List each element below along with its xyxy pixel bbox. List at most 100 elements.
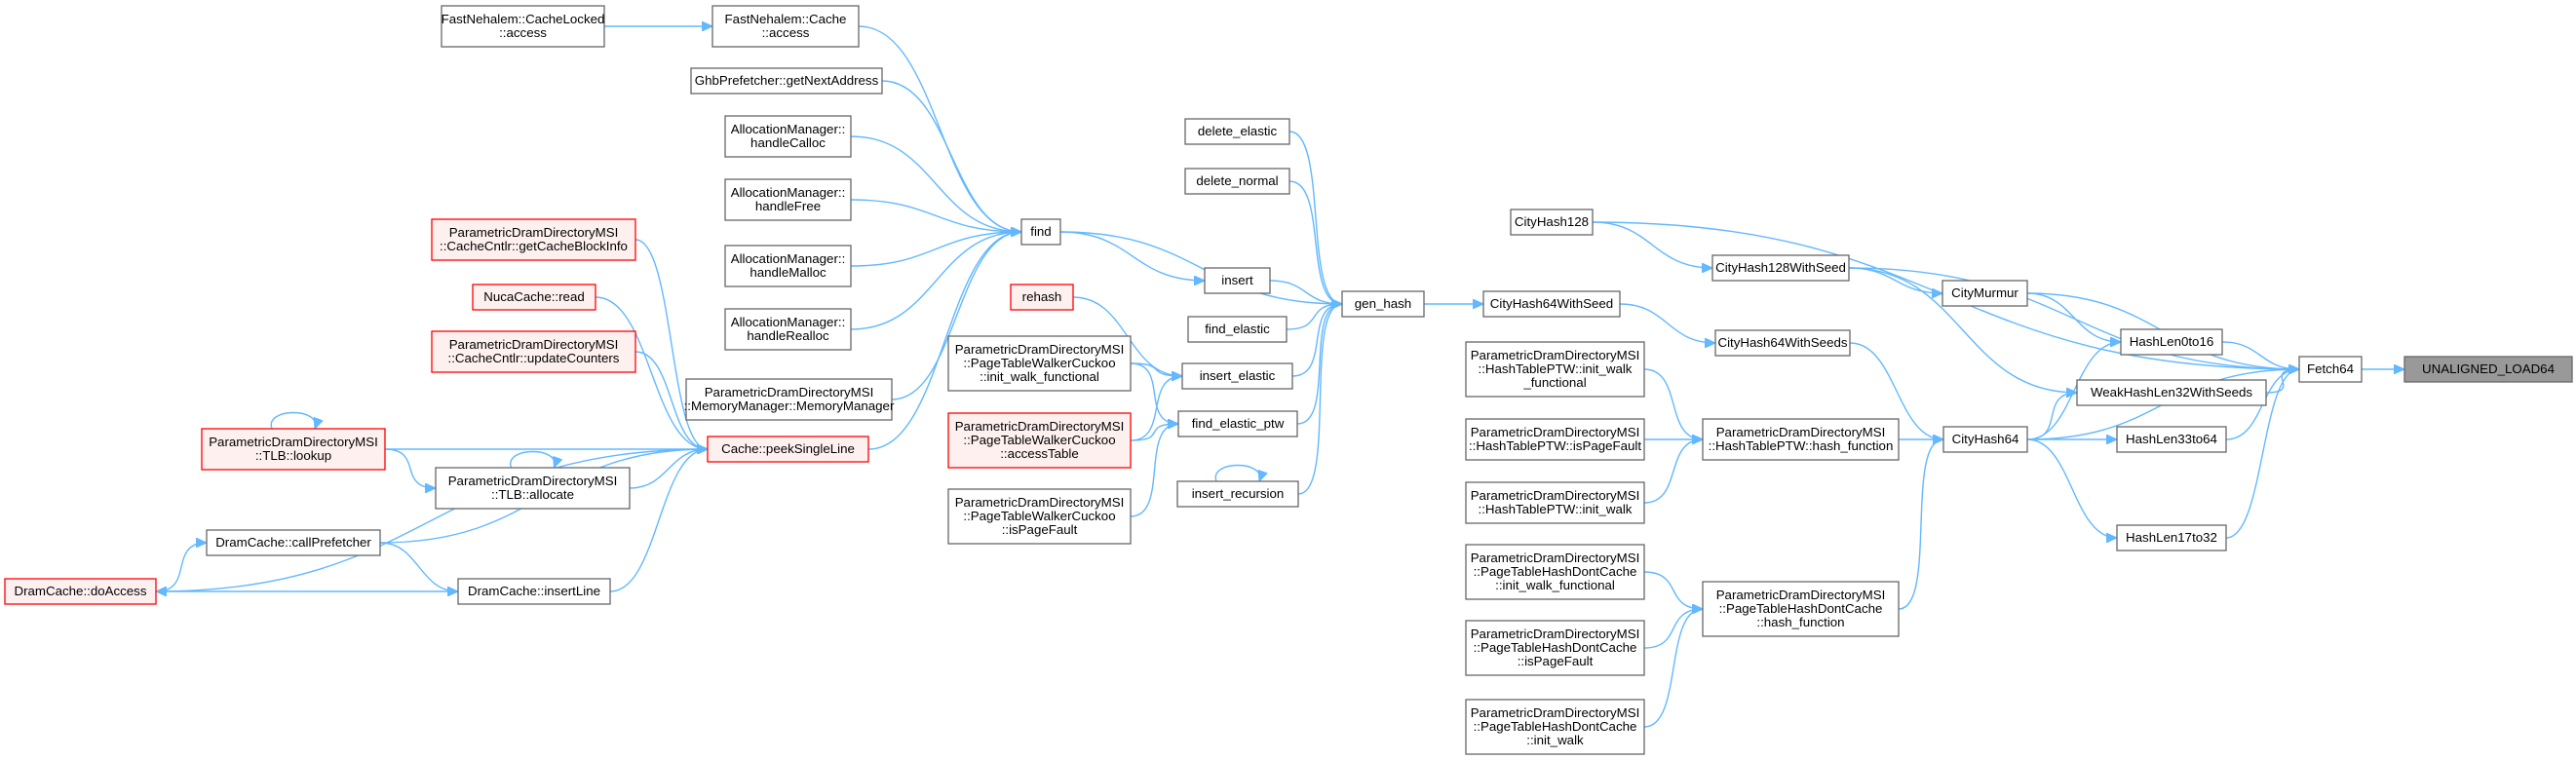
edge-find-to-gen_hash xyxy=(1059,231,1342,304)
node-cityhash64seed[interactable]: CityHash64WithSeed xyxy=(1482,290,1621,318)
node-mm[interactable]: ParametricDramDirectoryMSI::MemoryManage… xyxy=(684,378,895,421)
edge-pdc_fault-to-pdc_hash xyxy=(1643,609,1703,649)
node-label: ::PageTableHashDontCache xyxy=(1474,719,1637,734)
node-find_elastic_ptw[interactable]: find_elastic_ptw xyxy=(1177,410,1298,437)
edge-insert_recursion-to-insert_recursion xyxy=(1214,464,1259,482)
node-fetch64[interactable]: Fetch64 xyxy=(2298,356,2363,383)
node-box xyxy=(1184,118,1290,145)
edge-cityhash64seeds-to-cityhash64 xyxy=(1849,342,1943,439)
node-box xyxy=(1465,418,1645,461)
node-label: UNALIGNED_LOAD64 xyxy=(2422,361,2555,376)
node-label: ParametricDramDirectoryMSI xyxy=(705,385,874,399)
node-label: ::PageTableWalkerCuckoo xyxy=(963,433,1115,447)
node-label: ::init_walk xyxy=(1526,733,1584,747)
node-pdc_init[interactable]: ParametricDramDirectoryMSI::PageTableHas… xyxy=(1465,544,1645,600)
edge-dram_access-to-peek xyxy=(155,449,708,592)
node-am_malloc[interactable]: AllocationManager::handleMalloc xyxy=(724,245,852,287)
node-cuckoo_access[interactable]: ParametricDramDirectoryMSI::PageTableWal… xyxy=(947,412,1132,469)
node-delete_normal[interactable]: delete_normal xyxy=(1184,168,1290,195)
node-am_free[interactable]: AllocationManager::handleFree xyxy=(724,178,852,221)
node-hashlen0to16[interactable]: HashLen0to16 xyxy=(2120,328,2223,356)
node-label: ::access xyxy=(762,25,810,40)
node-rehash[interactable]: rehash xyxy=(1010,284,1074,311)
node-nuca[interactable]: NucaCache::read xyxy=(472,284,596,311)
node-cityhash128[interactable]: CityHash128 xyxy=(1510,209,1594,236)
node-label: ParametricDramDirectoryMSI xyxy=(449,225,619,240)
edge-find_elastic_ptw-to-gen_hash xyxy=(1296,304,1342,425)
node-dram_insert[interactable]: DramCache::insertLine xyxy=(457,578,611,605)
node-insert_elastic[interactable]: insert_elastic xyxy=(1181,362,1293,390)
edge-dram_pref-to-dram_insert xyxy=(379,542,458,591)
node-box xyxy=(1482,290,1621,318)
node-cuckoo_fault[interactable]: ParametricDramDirectoryMSI::PageTableWal… xyxy=(947,488,1132,545)
node-am_calloc[interactable]: AllocationManager::handleCalloc xyxy=(724,115,852,158)
edge-cityhash64-to-hashlen17to32 xyxy=(2026,438,2117,538)
node-box xyxy=(431,330,636,373)
node-find[interactable]: find xyxy=(1020,218,1061,246)
node-dram_pref[interactable]: DramCache::callPrefetcher xyxy=(206,529,381,556)
node-ptw_init[interactable]: ParametricDramDirectoryMSI::HashTablePTW… xyxy=(1465,341,1645,398)
node-pdc_fault[interactable]: ParametricDramDirectoryMSI::PageTableHas… xyxy=(1465,620,1645,676)
node-gen_hash[interactable]: gen_hash xyxy=(1341,290,1425,318)
node-label: NucaCache::read xyxy=(483,289,584,304)
node-updcnt[interactable]: ParametricDramDirectoryMSI::CacheCntlr::… xyxy=(431,330,636,373)
node-box xyxy=(1177,410,1298,437)
node-box xyxy=(1465,699,1645,755)
node-ghb[interactable]: GhbPrefetcher::getNextAddress xyxy=(690,67,883,95)
node-nehalem_locked[interactable]: FastNehalem::CacheLocked::access xyxy=(441,5,605,48)
node-cuckoo_init[interactable]: ParametricDramDirectoryMSI::PageTableWal… xyxy=(947,335,1132,392)
node-insert_recursion[interactable]: insert_recursion xyxy=(1176,480,1299,508)
node-box xyxy=(690,67,883,95)
node-label: rehash xyxy=(1022,289,1062,304)
node-am_realloc[interactable]: AllocationManager::handleRealloc xyxy=(724,308,852,351)
node-find_elastic[interactable]: find_elastic xyxy=(1187,316,1288,343)
node-weakhash[interactable]: WeakHashLen32WithSeeds xyxy=(2076,379,2267,406)
node-insert[interactable]: insert xyxy=(1204,267,1271,294)
node-label: CityHash128 xyxy=(1515,214,1589,229)
node-cityhash64seeds[interactable]: CityHash64WithSeeds xyxy=(1714,329,1851,357)
node-nehalem_cache[interactable]: FastNehalem::Cache::access xyxy=(711,5,860,48)
node-label: ::hash_function xyxy=(1756,615,1844,629)
node-label: find xyxy=(1030,224,1051,239)
node-label: CityHash64 xyxy=(1952,432,2019,446)
node-ptw_walk[interactable]: ParametricDramDirectoryMSI::HashTablePTW… xyxy=(1465,481,1645,524)
node-delete_elastic[interactable]: delete_elastic xyxy=(1184,118,1290,145)
node-pdc_hash[interactable]: ParametricDramDirectoryMSI::PageTableHas… xyxy=(1702,581,1900,637)
node-label: ::TLB::allocate xyxy=(491,487,574,502)
node-label: ParametricDramDirectoryMSI xyxy=(1716,588,1886,602)
node-citymurmur[interactable]: CityMurmur xyxy=(1942,280,2028,307)
node-peek[interactable]: Cache::peekSingleLine xyxy=(707,436,869,463)
node-ptw_hash[interactable]: ParametricDramDirectoryMSI::HashTablePTW… xyxy=(1702,418,1900,461)
node-cityhash128seed[interactable]: CityHash128WithSeed xyxy=(1711,254,1850,282)
node-cityhash64[interactable]: CityHash64 xyxy=(1942,426,2028,453)
node-box xyxy=(724,115,852,158)
edge-pdc_walk-to-pdc_hash xyxy=(1643,609,1703,728)
node-label: DramCache::insertLine xyxy=(468,584,600,598)
node-dram_access[interactable]: DramCache::doAccess xyxy=(4,578,157,605)
node-root[interactable]: UNALIGNED_LOAD64 xyxy=(2403,356,2573,383)
node-label: ::access xyxy=(499,25,547,40)
edge-insert-to-gen_hash xyxy=(1269,280,1342,304)
node-label: insert xyxy=(1221,273,1253,287)
node-hashlen17to32[interactable]: HashLen17to32 xyxy=(2116,524,2227,551)
node-pdc_walk[interactable]: ParametricDramDirectoryMSI::PageTableHas… xyxy=(1465,699,1645,755)
node-label: ParametricDramDirectoryMSI xyxy=(1471,488,1640,503)
node-ptw_fault[interactable]: ParametricDramDirectoryMSI::HashTablePTW… xyxy=(1465,418,1645,461)
node-label: delete_elastic xyxy=(1198,124,1278,138)
node-tlb_lookup[interactable]: ParametricDramDirectoryMSI::TLB::lookup xyxy=(201,428,386,471)
node-label: AllocationManager:: xyxy=(731,251,846,266)
node-label: CityHash128WithSeed xyxy=(1715,260,1846,275)
edge-tlb_alloc-to-peek xyxy=(629,449,708,489)
node-label: ParametricDramDirectoryMSI xyxy=(1471,705,1640,720)
edge-hashlen0to16-to-fetch64 xyxy=(2221,341,2299,369)
node-tlb_alloc[interactable]: ParametricDramDirectoryMSI::TLB::allocat… xyxy=(435,467,631,510)
node-getcbi[interactable]: ParametricDramDirectoryMSI::CacheCntlr::… xyxy=(431,218,636,261)
edge-mm-to-find xyxy=(891,232,1021,400)
node-label: ParametricDramDirectoryMSI xyxy=(1471,425,1640,439)
node-box xyxy=(947,488,1132,545)
node-label: WeakHashLen32WithSeeds xyxy=(2091,385,2252,399)
node-box xyxy=(431,218,636,261)
node-box xyxy=(472,284,596,311)
node-hashlen33to64[interactable]: HashLen33to64 xyxy=(2116,426,2227,453)
node-box xyxy=(2116,426,2227,453)
